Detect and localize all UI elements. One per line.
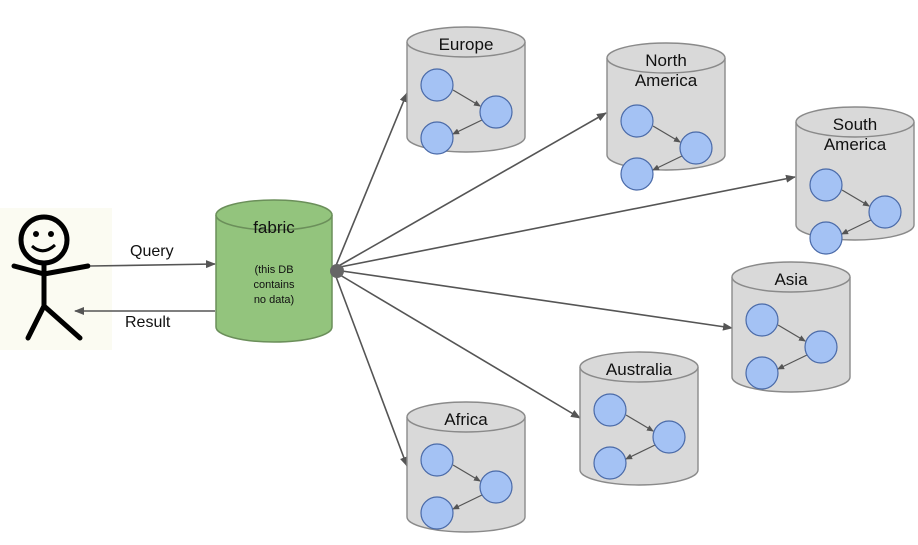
- graph-edge-1: [841, 189, 870, 207]
- shard-db-europe: Europe: [406, 26, 526, 155]
- graph-node-1: [420, 68, 454, 102]
- graph-node-3: [809, 221, 843, 255]
- graph-node-2: [652, 420, 686, 454]
- shard-databases: EuropeNorthAmericaSouthAmericaAsiaAustra…: [406, 26, 915, 533]
- shard-title-asia-1: Asia: [774, 270, 808, 289]
- graph-node-1: [593, 393, 627, 427]
- graph-edge-2: [841, 219, 872, 235]
- shard-title-south-america-2: America: [824, 135, 887, 154]
- graph-node-3: [420, 496, 454, 530]
- shard-title-south-america-1: South: [833, 115, 877, 134]
- graph-node-2: [804, 330, 838, 364]
- graph-edge-2: [452, 494, 483, 510]
- graph-edge-1: [452, 89, 481, 107]
- stick-figure-icon: [0, 208, 112, 350]
- graph-node-3: [593, 446, 627, 480]
- cylinder-top: [795, 106, 915, 138]
- query-arrow: [89, 260, 216, 269]
- arrow-to-north-america: [334, 112, 607, 269]
- shard-title-north-america-2: America: [635, 71, 698, 90]
- arrow-to-africa: [334, 273, 408, 467]
- cylinder-top: [579, 351, 699, 383]
- graph-node-2: [479, 95, 513, 129]
- graph-edge-1: [625, 414, 654, 432]
- graph-edge-2: [625, 444, 656, 460]
- cylinder-top: [606, 42, 726, 74]
- shard-title-australia-1: Australia: [606, 360, 673, 379]
- fabric-note-line-3: no data): [254, 294, 294, 306]
- graph-node-1: [745, 303, 779, 337]
- graph-node-3: [620, 157, 654, 191]
- graph-node-3: [420, 121, 454, 155]
- graph-edge-1: [452, 464, 481, 482]
- cylinder-top: [731, 261, 851, 293]
- shard-title-africa-1: Africa: [444, 410, 488, 429]
- fabric-note-line-2: contains: [254, 279, 295, 291]
- graph-node-2: [679, 131, 713, 165]
- cylinder-top: [406, 26, 526, 58]
- graph-edge-1: [777, 324, 806, 342]
- fanout-arrows: [334, 92, 796, 467]
- arrow-to-asia: [334, 269, 733, 331]
- graph-node-2: [868, 195, 902, 229]
- graph-edge-2: [652, 155, 683, 171]
- cylinder-top: [406, 401, 526, 433]
- graph-node-1: [620, 104, 654, 138]
- graph-edge-1: [652, 125, 681, 143]
- graph-edge-2: [777, 354, 808, 370]
- graph-edge-2: [452, 119, 483, 135]
- fabric-note-line-1: (this DB: [254, 264, 293, 276]
- shard-title-north-america-1: North: [645, 51, 687, 70]
- graph-node-1: [809, 168, 843, 202]
- shard-title-europe-1: Europe: [439, 35, 494, 54]
- shard-db-asia: Asia: [731, 261, 851, 393]
- result-label: Result: [125, 314, 171, 331]
- query-label: Query: [130, 243, 174, 260]
- shard-db-australia: Australia: [579, 351, 699, 486]
- fanout-hub: [330, 264, 344, 278]
- arrow-to-europe: [334, 92, 408, 269]
- fabric-database: fabric (this DB contains no data): [215, 199, 333, 343]
- graph-node-3: [745, 356, 779, 390]
- arrow-to-south-america: [334, 174, 796, 269]
- shard-db-africa: Africa: [406, 401, 526, 533]
- arrow-to-australia: [334, 271, 581, 419]
- graph-node-2: [479, 470, 513, 504]
- fabric-title: fabric: [253, 218, 295, 237]
- graph-node-1: [420, 443, 454, 477]
